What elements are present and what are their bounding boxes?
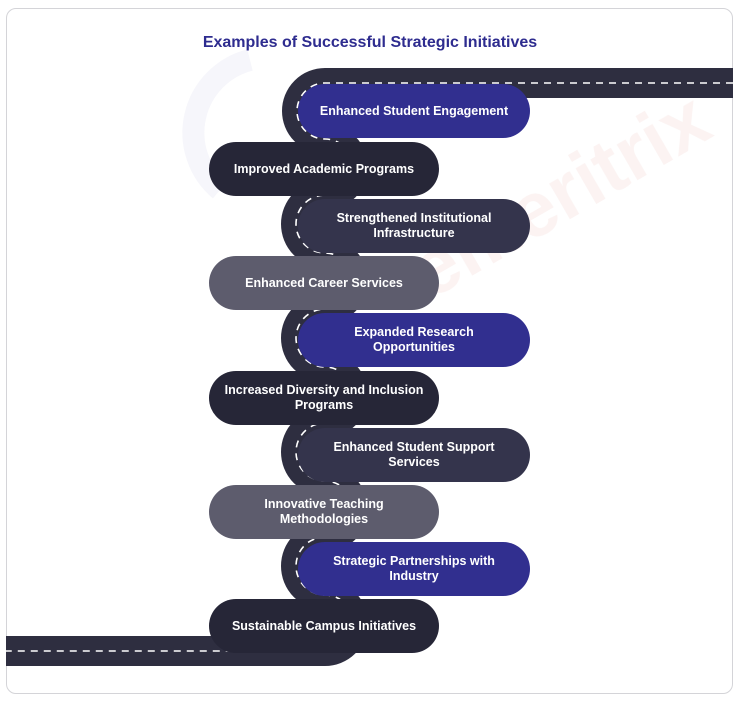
initiative-pill-3: Strengthened Institutional Infrastructur… (298, 199, 530, 253)
diagram-title: Examples of Successful Strategic Initiat… (202, 34, 538, 51)
initiative-pill-1: Enhanced Student Engagement (298, 84, 530, 138)
initiative-pill-4: Enhanced Career Services (209, 256, 439, 310)
initiative-pill-7: Enhanced Student Support Services (298, 428, 530, 482)
initiative-pill-2: Improved Academic Programs (209, 142, 439, 196)
initiative-pill-6: Increased Diversity and Inclusion Progra… (209, 371, 439, 425)
initiative-pill-8: Innovative Teaching Methodologies (209, 485, 439, 539)
initiative-pill-10: Sustainable Campus Initiatives (209, 599, 439, 653)
initiative-pill-9: Strategic Partnerships with Industry (298, 542, 530, 596)
initiative-pill-5: Expanded Research Opportunities (298, 313, 530, 367)
